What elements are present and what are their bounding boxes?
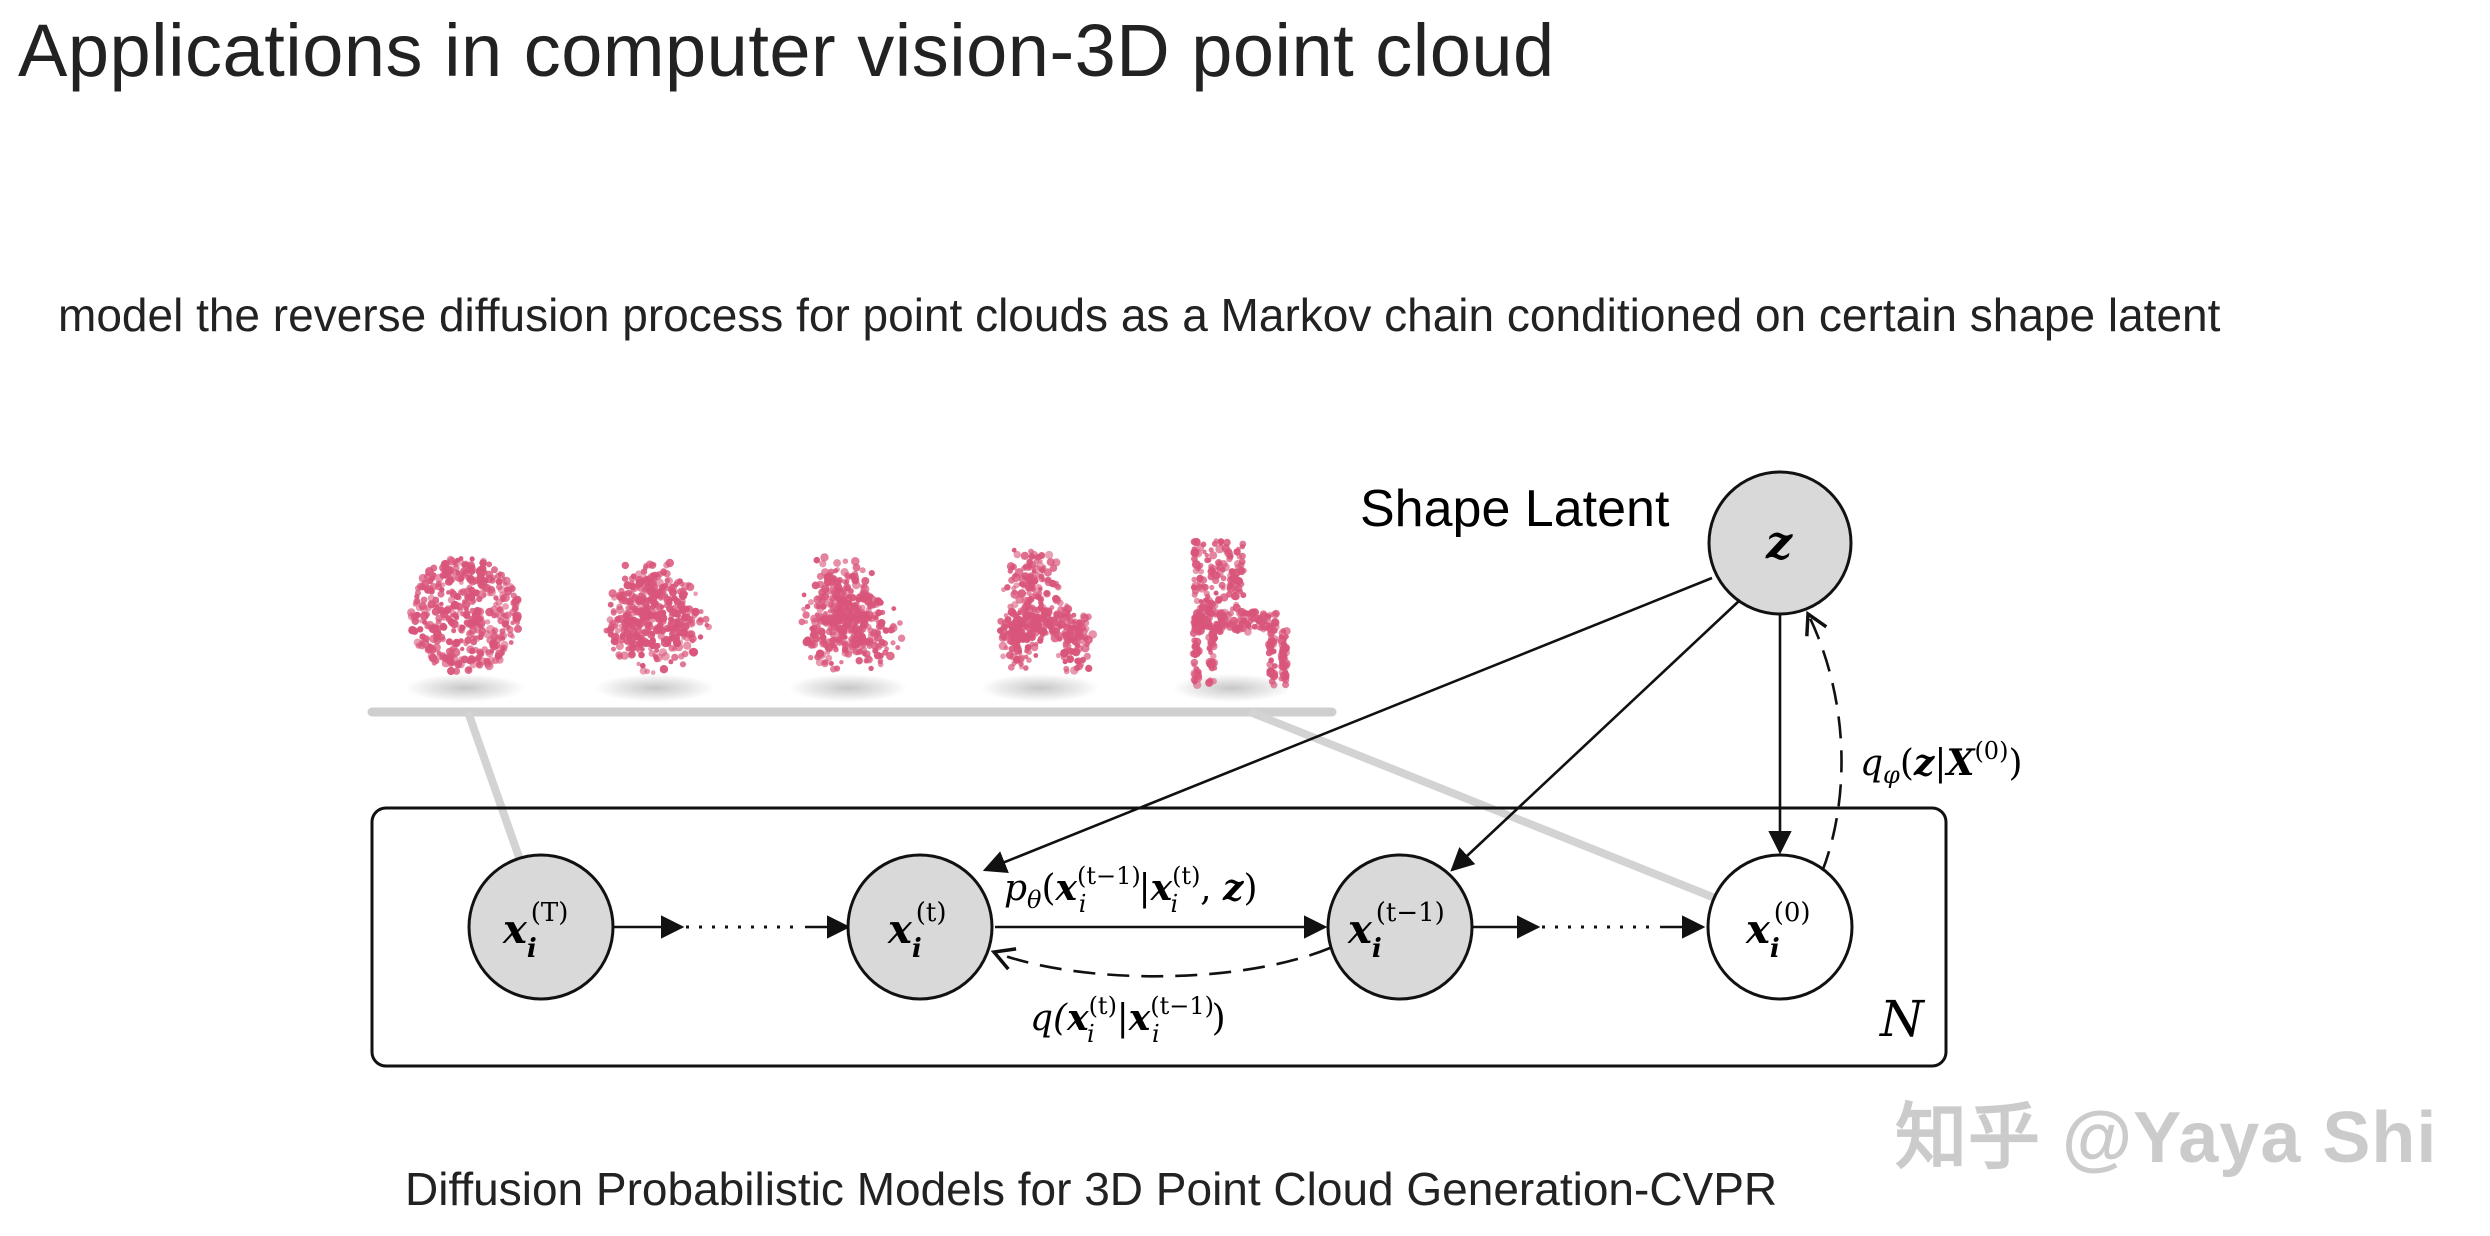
node-x-t-base: x (887, 906, 913, 953)
node-x-0-base: x (1745, 906, 1771, 953)
node-x-t-minus-1: xi (t−1) (1326, 853, 1474, 1001)
node-x-0: xi (0) (1706, 853, 1854, 1001)
svg-text:xi(0): xi (0) (1745, 898, 1811, 964)
point-cloud-5 (1172, 537, 1292, 702)
node-x-t-minus-1-sup: (t−1) (1376, 898, 1445, 928)
reverse-transition-label: pθ(x(t−1)i|x(t)i, z) (1004, 862, 1258, 918)
shelf-connector-right (1248, 708, 1722, 904)
plate-label: N (1879, 990, 1926, 1048)
shape-latent-label: Shape Latent (1360, 480, 1670, 538)
edge-z-to-xt1 (1450, 599, 1741, 872)
node-x-t-sup: (t) (916, 898, 947, 928)
edge-forward-xt1-to-xt (990, 946, 1331, 978)
node-x-0-circle (1706, 853, 1854, 1001)
node-x-T: xi (T) (467, 853, 615, 1001)
node-x-T-base: x (502, 906, 528, 953)
encoder-label: qφ(z|X(0)) (1860, 737, 2022, 789)
node-x-t: xi (t) (846, 853, 994, 1001)
point-cloud-1 (405, 555, 525, 702)
edge-encoder-x0-to-z (1805, 610, 1843, 873)
svg-text:xi(t): xi (t) (887, 898, 947, 964)
svg-text:xi(t−1): xi (t−1) (1347, 898, 1445, 964)
point-cloud-4 (980, 547, 1100, 702)
point-cloud-sequence (405, 537, 1292, 702)
point-cloud-2 (595, 558, 715, 702)
node-x-T-sub: i (527, 934, 537, 964)
node-x-t-minus-1-base: x (1347, 906, 1373, 953)
shelf-connector-left (464, 710, 524, 862)
plate-box (370, 806, 1948, 1068)
node-x-0-sup: (0) (1774, 898, 1811, 928)
node-x-0-sub: i (1770, 934, 1780, 964)
slide-title: Applications in computer vision-3D point… (18, 9, 1555, 92)
edge-z-to-xt (982, 576, 1713, 874)
node-x-t-minus-1-circle (1326, 853, 1474, 1001)
point-cloud-3 (788, 553, 908, 702)
watermark: 知乎 @Yaya Shi (1895, 1098, 2438, 1178)
latent-node-label: z (1765, 515, 1793, 569)
figure-caption: Diffusion Probabilistic Models for 3D Po… (405, 1163, 1778, 1215)
node-x-T-circle (467, 853, 615, 1001)
node-x-t-sub: i (912, 934, 922, 964)
forward-transition-label: q(x(t)i|x(t−1)i) (1030, 992, 1226, 1048)
svg-text:xi(T): xi (T) (502, 898, 568, 964)
node-x-t-circle (846, 853, 994, 1001)
slide-subtitle: model the reverse diffusion process for … (58, 289, 2221, 341)
node-x-T-sup: (T) (531, 898, 569, 928)
node-x-t-minus-1-sub: i (1372, 934, 1382, 964)
